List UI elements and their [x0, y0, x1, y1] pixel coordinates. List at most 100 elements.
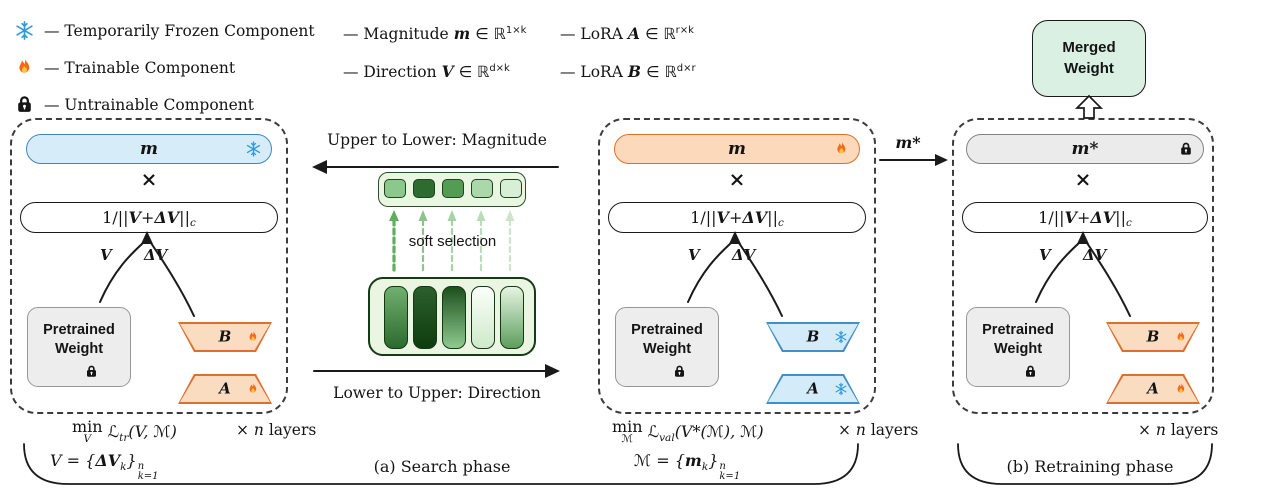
magnitude-bar-fixed: m* [966, 134, 1204, 164]
search-objective-direction: min V ℒtr(V, ℳ) [72, 417, 177, 446]
min-operator: min ℳ [612, 417, 643, 446]
magnitude-label: m [140, 139, 158, 159]
lora-a-label: A [219, 379, 231, 398]
selection-chip [413, 179, 435, 198]
snowflake-icon [834, 382, 848, 396]
magnitude-label: m [728, 139, 746, 159]
magnitude-bar-trainable: m [614, 134, 860, 164]
multiply-operator: × [1074, 167, 1092, 191]
legend-trainable-label: — Trainable Component [44, 58, 236, 77]
panel-search-magnitude: m × 1/||V + ΔV||c V ΔV Pretrained Weight… [598, 118, 876, 414]
pretrained-weight-label: Pretrained Weight [631, 322, 703, 357]
mstar-arrow-label: m* [895, 133, 921, 152]
pretrained-weight-label: Pretrained Weight [982, 322, 1054, 357]
n-layers-note: × n layers [236, 421, 317, 439]
search-objective-magnitude: min ℳ ℒval(V*(ℳ), ℳ) [612, 417, 764, 446]
legend-magnitude: — Magnitude m ∈ ℝ1×k [343, 24, 526, 43]
direction-columns-box [368, 277, 536, 356]
delta-v-arrow-label: ΔV [144, 246, 168, 264]
snowflake-icon [245, 141, 262, 158]
fire-icon [1174, 330, 1188, 344]
lora-a-trapezoid: A [1106, 374, 1200, 404]
selection-bar [471, 286, 495, 349]
lora-a-trapezoid: A [766, 374, 860, 404]
legend-untrainable: — Untrainable Component [14, 94, 254, 115]
legend-lora-b: — LoRA B ∈ ℝd×r [560, 62, 696, 81]
lower-to-upper-label: Lower to Upper: Direction [333, 384, 541, 402]
snowflake-icon [834, 330, 848, 344]
merged-weight-box: Merged Weight [1032, 20, 1146, 97]
pretrained-weight-box: Pretrained Weight [27, 307, 131, 387]
selection-chip [442, 179, 464, 198]
n-layers-note: × n layers [838, 421, 919, 439]
lora-b-symbol: B [627, 62, 642, 81]
legend-frozen: — Temporarily Frozen Component [14, 20, 315, 41]
delta-v-arrow-label: ΔV [732, 246, 756, 264]
lora-b-trapezoid: B [178, 322, 272, 352]
selection-bar [500, 286, 524, 349]
legend-magnitude-text: — Magnitude [343, 25, 449, 43]
pretrained-weight-box: Pretrained Weight [615, 307, 719, 387]
lora-b-domain: ∈ ℝd×r [646, 62, 696, 81]
selection-chip [384, 179, 406, 198]
fire-icon [246, 382, 260, 396]
lora-b-trapezoid: B [766, 322, 860, 352]
upper-to-lower-label: Upper to Lower: Magnitude [327, 131, 547, 149]
lock-icon [1023, 364, 1038, 379]
fire-icon [246, 330, 260, 344]
selection-bar [384, 286, 408, 349]
caption-search-phase: (a) Search phase [373, 457, 511, 476]
fire-icon [1174, 382, 1188, 396]
lock-icon [1178, 141, 1194, 157]
mstar-arrowhead [935, 154, 948, 166]
v-arrow-label: V [688, 246, 700, 264]
v-arrow-label: V [1039, 246, 1051, 264]
lora-b-fill [768, 324, 858, 350]
soft-selection-label: soft selection [408, 233, 497, 250]
legend-direction: — Direction V ∈ ℝd×k [343, 62, 510, 81]
lora-b-label: B [1146, 327, 1160, 346]
magnitude-symbol: m [453, 24, 471, 43]
magnitude-star-label: m* [1071, 139, 1099, 159]
legend-frozen-label: — Temporarily Frozen Component [44, 21, 315, 40]
lora-a-fill [768, 376, 858, 402]
magnitude-chips-box [378, 172, 526, 207]
n-layers-note: × n layers [1138, 421, 1219, 439]
lora-a-label: A [807, 379, 819, 398]
lora-b-label: B [218, 327, 232, 346]
loss-expression: ℒtr(V, ℳ) [107, 421, 177, 445]
fire-icon [14, 57, 35, 78]
caption-retraining-phase: (b) Retraining phase [1006, 457, 1174, 476]
multiply-operator: × [728, 167, 746, 191]
selection-bar [442, 286, 466, 349]
lock-icon [84, 364, 99, 379]
fire-icon [833, 141, 850, 158]
loss-expression: ℒval(V*(ℳ), ℳ) [647, 421, 764, 445]
multiply-operator: × [140, 167, 158, 191]
merged-weight-arrow [1074, 94, 1104, 119]
panel-search-direction: m × 1/||V + ΔV||c V ΔV Pretrained Weight… [10, 118, 288, 414]
min-operator: min V [72, 417, 103, 446]
legend-trainable: — Trainable Component [14, 57, 235, 78]
lora-a-label: A [1147, 379, 1159, 398]
lora-a-trapezoid: A [178, 374, 272, 404]
delta-v-arrow-label: ΔV [1083, 246, 1107, 264]
legend-lora-a-text: — LoRA [560, 25, 623, 43]
direction-norm-bar: 1/||V + ΔV||c [962, 202, 1208, 233]
pretrained-weight-label: Pretrained Weight [43, 322, 115, 357]
direction-norm-bar: 1/||V + ΔV||c [20, 202, 278, 233]
merged-weight-label: Merged Weight [1062, 39, 1116, 77]
direction-symbol: V [441, 62, 454, 81]
lock-icon [14, 94, 35, 115]
selection-chip [500, 179, 522, 198]
magnitude-bar-frozen: m [26, 134, 272, 164]
legend-untrainable-label: — Untrainable Component [44, 95, 255, 114]
lock-icon [672, 364, 687, 379]
direction-domain: ∈ ℝd×k [458, 62, 510, 81]
magnitude-domain: ∈ ℝ1×k [475, 24, 527, 43]
lora-a-domain: ∈ ℝr×k [644, 24, 694, 43]
panel-retraining: m* × 1/||V + ΔV||c V ΔV Pretrained Weigh… [952, 118, 1214, 414]
legend-lora-a: — LoRA A ∈ ℝr×k [560, 24, 694, 43]
